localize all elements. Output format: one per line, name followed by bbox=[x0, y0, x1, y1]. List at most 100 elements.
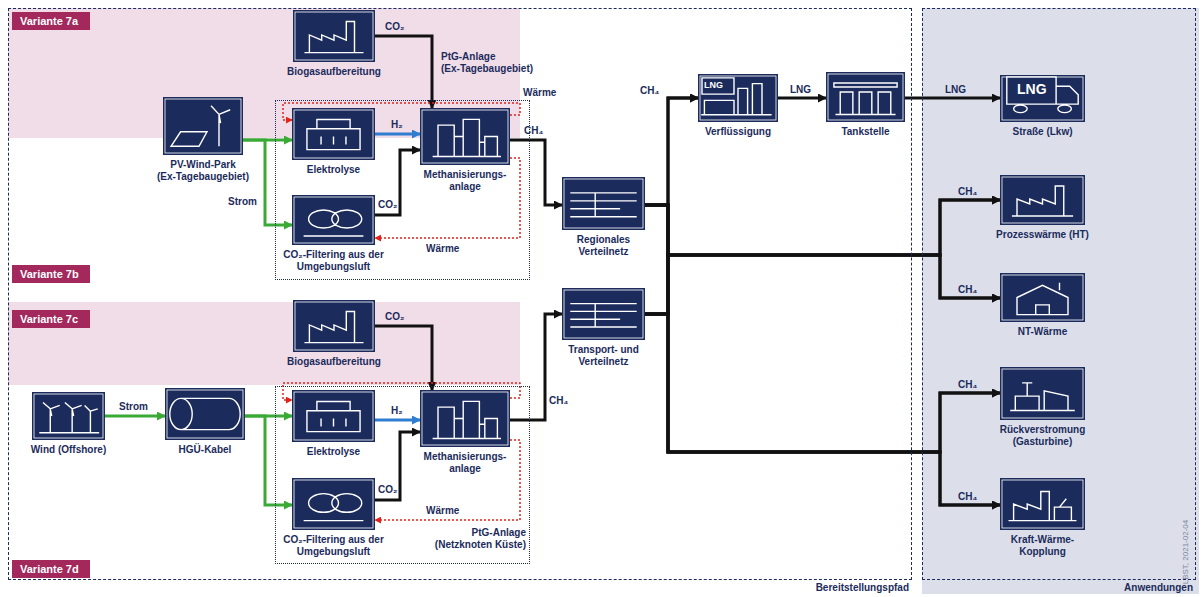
flow-label: CH₄ bbox=[549, 395, 568, 407]
flow-label: CH₄ bbox=[524, 125, 543, 137]
variant-title: Variante 7c bbox=[12, 310, 90, 328]
flow-connector bbox=[375, 36, 432, 108]
process-icon-box: Kraft-Wärme- Kopplung bbox=[1000, 478, 1085, 558]
node-caption: Methanisierungs- anlage bbox=[415, 451, 515, 475]
equipment-icon bbox=[292, 195, 375, 245]
watermark: LBST, 2021-02-04 bbox=[1181, 520, 1191, 585]
variant-title: Variante 7d bbox=[12, 560, 90, 578]
plant-group: PtG-Anlage (Netzknoten Küste) Elektrolyse… bbox=[275, 386, 530, 564]
flow-connector bbox=[778, 97, 826, 100]
node-caption: Tankstelle bbox=[821, 126, 911, 138]
flow-connector bbox=[375, 419, 420, 422]
process-icon-box: Regionales Verteilnetz bbox=[562, 177, 645, 258]
flow-label: Wärme bbox=[426, 243, 459, 255]
equipment-icon bbox=[562, 288, 645, 340]
plant-title: PtG-Anlage (Ex-Tagebaugebiet) bbox=[441, 51, 561, 75]
equipment-icon bbox=[163, 97, 243, 155]
node-caption: Kraft-Wärme- Kopplung bbox=[993, 534, 1093, 558]
flow-connector bbox=[375, 158, 520, 238]
process-icon-box: Elektrolyse bbox=[292, 390, 375, 458]
process-icon-box: PV-Wind-Park (Ex-Tagebaugebiet) bbox=[163, 97, 243, 183]
process-icon-box: NT-Wärme bbox=[1000, 273, 1085, 338]
process-icon-box: Transport- und Verteilnetz bbox=[562, 288, 645, 368]
flow-label: CH₄ bbox=[958, 284, 977, 296]
equipment-icon bbox=[698, 74, 778, 122]
process-icon-box: Biogasaufbereitung bbox=[293, 300, 375, 368]
equipment-icon bbox=[1000, 175, 1085, 225]
flow-connector bbox=[510, 140, 562, 205]
process-icon-box: Wind (Offshore) bbox=[32, 392, 105, 456]
node-caption: NT-Wärme bbox=[993, 326, 1093, 338]
node-caption: Wind (Offshore) bbox=[24, 444, 114, 456]
equipment-icon bbox=[293, 300, 375, 352]
node-caption: PV-Wind-Park (Ex-Tagebaugebiet) bbox=[148, 159, 258, 183]
process-icon-box: Prozesswärme (HT) bbox=[1000, 175, 1085, 241]
node-caption: Regionales Verteilnetz bbox=[564, 234, 644, 258]
variant-title: Variante 7a bbox=[12, 12, 90, 30]
node-caption: Biogasaufbereitung bbox=[279, 66, 389, 78]
flow-connector bbox=[645, 200, 1000, 314]
region-title: Anwendungen bbox=[1124, 582, 1193, 594]
equipment-icon bbox=[292, 390, 375, 442]
flow-connector bbox=[645, 314, 1000, 505]
process-icon-box: Rückverstromung (Gasturbine) bbox=[1000, 367, 1085, 448]
region-frame: BereitstellungspfadVariante 7aBiogasaufb… bbox=[8, 8, 912, 580]
flow-connector bbox=[375, 326, 432, 390]
process-icon-box: Elektrolyse bbox=[292, 108, 375, 176]
flow-label: CO₂ bbox=[378, 199, 397, 211]
flow-connector bbox=[375, 150, 420, 215]
process-icon-box: Straße (Lkw) bbox=[1000, 75, 1085, 138]
node-caption: Verflüssigung bbox=[688, 126, 788, 138]
flow-connector bbox=[645, 205, 1000, 452]
node-caption: Straße (Lkw) bbox=[993, 126, 1093, 138]
variant-band bbox=[8, 302, 520, 385]
equipment-icon bbox=[826, 72, 905, 122]
node-caption: Rückverstromung (Gasturbine) bbox=[993, 424, 1093, 448]
flow-connector bbox=[645, 98, 698, 314]
flow-label: Strom bbox=[228, 196, 257, 208]
flow-connector bbox=[645, 205, 1000, 298]
process-icon-box: Methanisierungs- anlage bbox=[420, 108, 510, 193]
equipment-icon bbox=[292, 108, 375, 160]
equipment-icon bbox=[1000, 75, 1085, 122]
flow-connector bbox=[245, 416, 292, 505]
flow-connector bbox=[510, 314, 562, 420]
flow-label: CH₄ bbox=[640, 85, 659, 97]
process-icon-box: HGÜ-Kabel bbox=[165, 388, 245, 456]
flow-connector bbox=[645, 255, 1000, 314]
flow-connector bbox=[645, 314, 1000, 452]
equipment-icon bbox=[292, 478, 375, 530]
variant-tag: Variante 7a bbox=[12, 12, 90, 30]
process-icon-box: CO₂-Filtering aus der Umgebungsluft bbox=[292, 478, 375, 558]
plant-title: PtG-Anlage (Netzknoten Küste) bbox=[416, 527, 526, 551]
flow-label: H₂ bbox=[391, 405, 403, 417]
equipment-icon bbox=[420, 108, 510, 165]
variant-tag: Variante 7c bbox=[12, 310, 90, 328]
equipment-icon bbox=[165, 388, 245, 440]
equipment-icon bbox=[1000, 367, 1085, 420]
process-icon-box: Methanisierungs- anlage bbox=[420, 390, 510, 475]
flow-label: LNG bbox=[790, 84, 811, 96]
node-caption: Elektrolyse bbox=[289, 446, 379, 458]
flow-label: CH₄ bbox=[958, 491, 977, 503]
flow-label: CO₂ bbox=[385, 21, 404, 33]
region-title: Bereitstellungspfad bbox=[816, 582, 909, 594]
process-icon-box: Biogasaufbereitung bbox=[293, 10, 375, 78]
process-icon-box: CO₂-Filtering aus der Umgebungsluft bbox=[292, 195, 375, 273]
equipment-icon bbox=[32, 392, 105, 440]
flow-connector bbox=[905, 97, 1000, 100]
plant-group: PtG-Anlage (Ex-Tagebaugebiet)Elektrolyse… bbox=[275, 100, 530, 280]
flow-connector bbox=[645, 98, 698, 205]
process-icon-box: Verflüssigung bbox=[698, 74, 778, 138]
flow-connector bbox=[645, 205, 1000, 505]
variant-title: Variante 7b bbox=[12, 265, 90, 283]
variant-tag: Variante 7d bbox=[12, 560, 90, 578]
flow-connector bbox=[375, 440, 520, 520]
flow-connector bbox=[375, 133, 420, 136]
node-caption: Elektrolyse bbox=[289, 164, 379, 176]
node-caption: Prozesswärme (HT) bbox=[993, 229, 1093, 241]
variant-tag: Variante 7b bbox=[12, 265, 90, 283]
region-frame: AnwendungenStraße (Lkw)Prozesswärme (HT)… bbox=[922, 8, 1196, 580]
equipment-icon bbox=[1000, 478, 1085, 530]
node-caption: HGÜ-Kabel bbox=[160, 444, 250, 456]
